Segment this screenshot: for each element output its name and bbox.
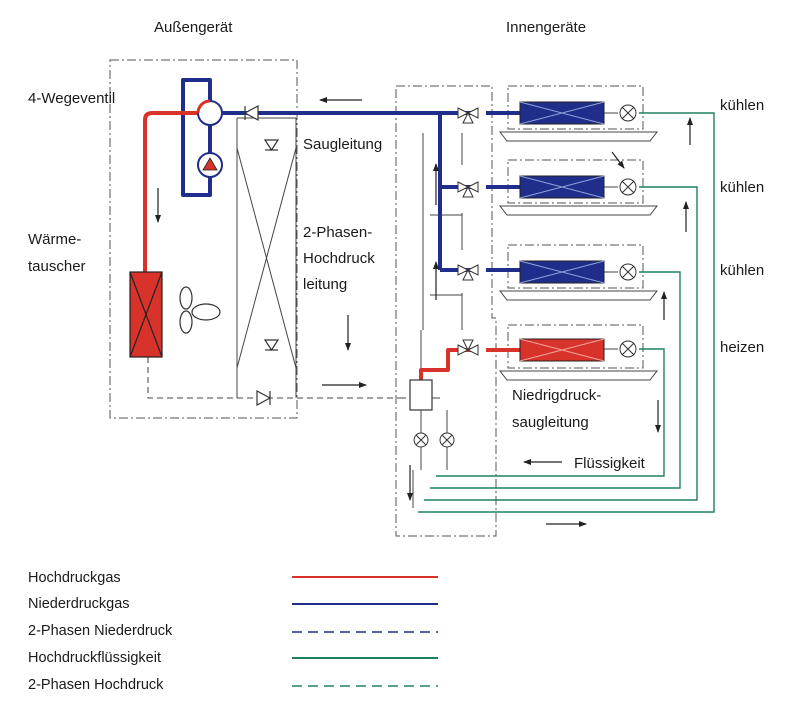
legend-item-two-phase-low: 2-Phasen Niederdruck xyxy=(28,623,438,639)
check-valve-lower xyxy=(263,339,280,352)
legend-label: Niederdruckgas xyxy=(28,596,130,612)
indoor-expansion-valves xyxy=(619,104,637,358)
legend-label: Hochdruckflüssigkeit xyxy=(28,650,161,666)
legend-label: 2-Phasen Niederdruck xyxy=(28,623,173,639)
branch-valve-1 xyxy=(457,107,479,124)
indoor-coil-1 xyxy=(519,101,605,125)
legend-label: Hochdruckgas xyxy=(28,570,121,586)
liquid-line-1 xyxy=(418,112,715,513)
hot-gas-line-outdoor xyxy=(143,111,198,272)
mode-label-1: kühlen xyxy=(720,97,764,114)
legend-item-two-phase-high: 2-Phasen Hochdruck xyxy=(28,677,438,693)
drip-tray-3 xyxy=(498,290,659,301)
legend-item-low-pressure-gas: Niederdruckgas xyxy=(28,596,438,612)
check-valve-upper xyxy=(263,139,280,152)
distribution-box-boundary xyxy=(395,85,497,537)
branch-valve-4 xyxy=(457,339,479,356)
four-way-valve-body xyxy=(181,78,212,197)
receiver-icon xyxy=(409,379,433,411)
legend-item-high-pressure-gas: Hochdruckgas xyxy=(28,570,438,586)
indoor-expansion-valve-4 xyxy=(619,340,637,358)
legend-label: 2-Phasen Hochdruck xyxy=(28,677,164,693)
indoor-coil-3 xyxy=(519,260,605,284)
four-way-valve-label: 4-Wegeventil xyxy=(28,90,115,107)
liquid-line-2 xyxy=(424,186,698,501)
legend-item-high-pressure-liquid: Hochdruckflüssigkeit xyxy=(28,650,438,666)
drip-tray-2 xyxy=(498,205,659,216)
legend: Hochdruckgas Niederdruckgas 2-Phasen Nie… xyxy=(28,570,438,693)
check-valves xyxy=(243,104,280,407)
check-valve-suction xyxy=(243,104,259,122)
branch-valve-2 xyxy=(457,181,479,198)
expansion-valve-box-1 xyxy=(413,432,429,448)
expansion-valves-box xyxy=(413,432,455,448)
two-phase-label-2: Hochdruck xyxy=(303,250,375,267)
outdoor-heat-exchanger-icon xyxy=(129,271,163,358)
liquid-line-3 xyxy=(430,271,681,489)
flow-arrow xyxy=(611,151,625,169)
branch-valve-3 xyxy=(457,264,479,281)
indoor-expansion-valve-2 xyxy=(619,178,637,196)
diagram-labels: Außengerät Innengeräte 4-Wegeventil Wärm… xyxy=(28,19,764,472)
liquid-line-4 xyxy=(436,348,665,477)
two-phase-line-outdoor xyxy=(147,357,400,399)
indoor-expansion-valve-1 xyxy=(619,104,637,122)
drip-trays xyxy=(498,131,659,381)
expansion-valve-box-2 xyxy=(439,432,455,448)
flow-arrows xyxy=(155,97,693,527)
liquid-label: Flüssigkeit xyxy=(574,455,646,472)
two-phase-lines xyxy=(147,357,410,399)
low-pressure-label-2: saugleitung xyxy=(512,414,589,431)
unit-boundaries xyxy=(109,59,644,537)
indoor-unit-2-boundary xyxy=(507,159,644,204)
drip-tray-4 xyxy=(498,370,659,381)
indoor-expansion-valve-3 xyxy=(619,263,637,281)
indoor-unit-3-boundary xyxy=(507,244,644,289)
fan-icon xyxy=(179,286,221,334)
high-pressure-gas-lines xyxy=(143,111,520,380)
two-phase-label-3: leitung xyxy=(303,276,347,293)
compressor-icon xyxy=(197,152,223,178)
outdoor-unit-boundary xyxy=(109,59,298,419)
four-way-valve-red-arc xyxy=(196,99,211,114)
suction-line-label: Saugleitung xyxy=(303,136,382,153)
mode-label-2: kühlen xyxy=(720,179,764,196)
drip-tray-1 xyxy=(498,131,659,142)
hot-gas-line-indoor xyxy=(419,348,474,380)
two-phase-label-1: 2-Phasen- xyxy=(303,224,372,241)
heat-exchanger-label-1: Wärme- xyxy=(28,231,81,248)
branch-valves xyxy=(457,107,479,356)
indoor-coil-4 xyxy=(519,338,605,362)
mode-label-3: kühlen xyxy=(720,262,764,279)
indoor-unit-4-boundary xyxy=(507,324,644,369)
outdoor-unit-label: Außengerät xyxy=(154,19,233,36)
heat-exchanger-label-2: tauscher xyxy=(28,258,86,275)
low-pressure-label-1: Niedrigdruck- xyxy=(512,387,601,404)
indoor-heat-exchangers xyxy=(519,101,605,362)
indoor-unit-1-boundary xyxy=(507,85,644,130)
indoor-units-label: Innengeräte xyxy=(506,19,586,36)
low-pressure-gas-lines xyxy=(181,78,520,272)
thin-piping xyxy=(236,112,618,508)
liquid-lines xyxy=(418,112,715,513)
indoor-coil-2 xyxy=(519,175,605,199)
check-valve-bottom xyxy=(256,389,272,407)
mode-label-4: heizen xyxy=(720,339,764,356)
